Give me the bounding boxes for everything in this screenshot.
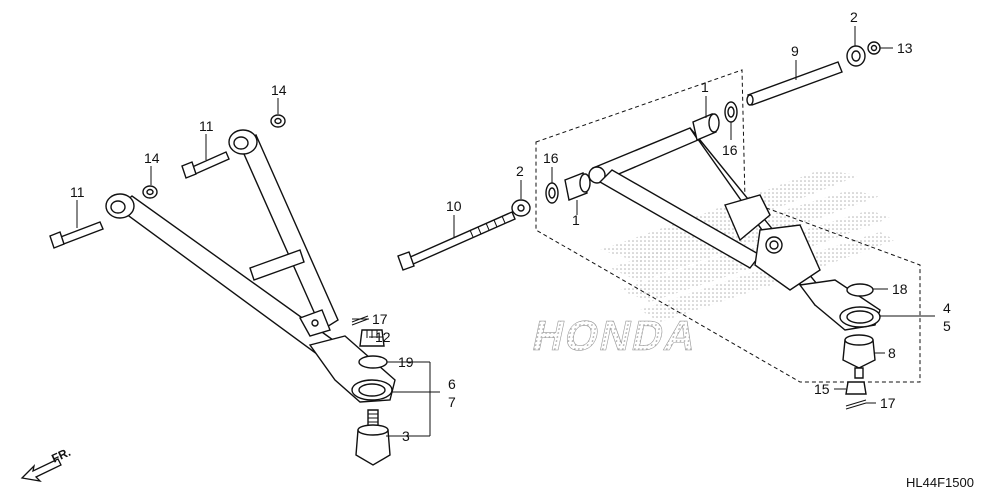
callout-2-lower: 2 — [516, 163, 524, 179]
nut-14-rear — [270, 114, 286, 128]
callout-19: 19 — [398, 354, 414, 370]
shaft-9 — [746, 61, 843, 106]
ball-joint-8 — [842, 334, 876, 379]
circlip-19 — [358, 355, 388, 369]
callout-10: 10 — [446, 198, 462, 214]
callout-13: 13 — [897, 40, 913, 56]
nut-14-front — [142, 185, 158, 199]
ball-joint-3 — [355, 409, 391, 466]
callout-1-upper: 1 — [701, 79, 709, 95]
callout-3: 3 — [402, 428, 410, 444]
diagram-code: HL44F1500 — [906, 475, 974, 490]
callout-11-front: 11 — [70, 184, 85, 200]
callout-11-rear: 11 — [199, 118, 214, 134]
leader-lines — [76, 26, 935, 437]
callout-17-right: 17 — [880, 395, 896, 411]
callout-1-lower: 1 — [572, 212, 580, 228]
castle-nut-12 — [359, 329, 385, 347]
callout-6: 6 — [448, 376, 456, 392]
callout-2-upper: 2 — [850, 9, 858, 25]
collar-1-upper — [692, 113, 720, 141]
cotter-pin-17-left — [351, 315, 369, 326]
washer-2-upper — [846, 45, 866, 67]
callout-7: 7 — [448, 394, 456, 410]
callout-18: 18 — [892, 281, 908, 297]
dust-seal-16-lower — [545, 182, 559, 204]
callout-4: 4 — [943, 300, 951, 316]
circlip-18 — [846, 283, 874, 297]
callout-9: 9 — [791, 43, 799, 59]
assembly-dashed-outline — [535, 69, 921, 383]
fr-label: FR. — [49, 445, 72, 466]
nut-13 — [867, 41, 881, 55]
honda-logo-text: HONDA — [529, 312, 703, 358]
callout-labels: 11 11 14 14 17 12 19 6 7 3 10 2 16 1 1 1… — [70, 9, 951, 444]
bolt-11-rear — [181, 151, 230, 179]
callout-8: 8 — [888, 345, 896, 361]
collar-1-lower — [564, 172, 591, 201]
bolt-10 — [397, 211, 516, 271]
dust-seal-16-upper — [724, 101, 738, 123]
nut-15 — [845, 381, 867, 395]
callout-12: 12 — [375, 329, 391, 345]
callout-15: 15 — [814, 381, 830, 397]
callout-14-front: 14 — [144, 150, 160, 166]
left-a-arm — [105, 129, 396, 403]
callout-17-left: 17 — [372, 311, 388, 327]
front-direction-arrow: FR. — [20, 445, 73, 482]
callout-5: 5 — [943, 318, 951, 334]
right-a-arm — [588, 127, 881, 331]
cotter-pin-17-right — [845, 399, 867, 410]
washer-2-lower — [511, 199, 531, 217]
bolt-11-front — [49, 221, 104, 249]
callout-16-upper: 16 — [722, 142, 738, 158]
callout-14-rear: 14 — [271, 82, 287, 98]
callout-16-lower: 16 — [543, 150, 559, 166]
